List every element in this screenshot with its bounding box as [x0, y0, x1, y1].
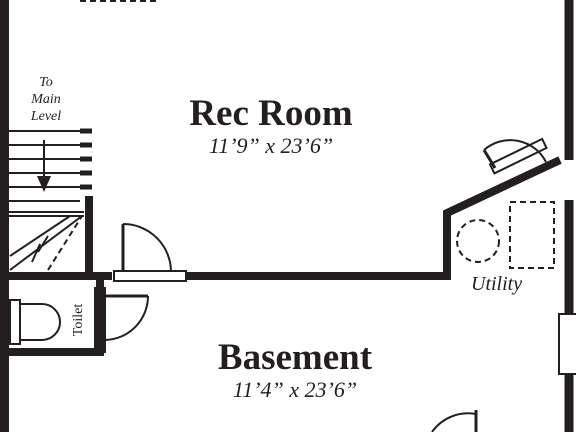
basement-door-swing [431, 412, 477, 432]
room-divider-wall [186, 156, 562, 280]
window [558, 313, 576, 375]
utility-door-leaf [482, 149, 497, 169]
utility-label: Utility [471, 273, 523, 295]
toilet-label: Toilet [71, 303, 86, 337]
toilet-door-swing [104, 295, 149, 341]
rec-door-swing [122, 223, 172, 272]
basement-title: Basement [217, 337, 373, 378]
stairs-label-line-3: Level [30, 109, 62, 124]
rec-room-dimensions: 11’9” x 23’6” [208, 133, 334, 158]
stair-arrow-head [37, 176, 51, 192]
stairs-label-line-1: To [39, 75, 53, 90]
utility-door-frame [488, 137, 548, 175]
rec-room-title: Rec Room [189, 93, 353, 134]
stair-nosing-marks [80, 128, 92, 190]
under-stair-line [9, 215, 83, 271]
toilet-door-frame [94, 287, 106, 353]
under-stair-line-2 [9, 215, 71, 257]
toilet-bowl [19, 303, 61, 341]
furnace [509, 201, 555, 269]
basement-dimensions: 11’4” x 23’6” [232, 377, 358, 402]
utility-door-swing [483, 139, 547, 163]
toilet-tank [9, 299, 21, 345]
stairs-label: To Main Level [14, 74, 78, 125]
under-stair-dashed [47, 215, 83, 271]
break-line [31, 235, 49, 263]
stairs-label-line-2: Main [31, 92, 61, 107]
water-heater [456, 219, 500, 263]
rec-door-frame [113, 270, 187, 282]
